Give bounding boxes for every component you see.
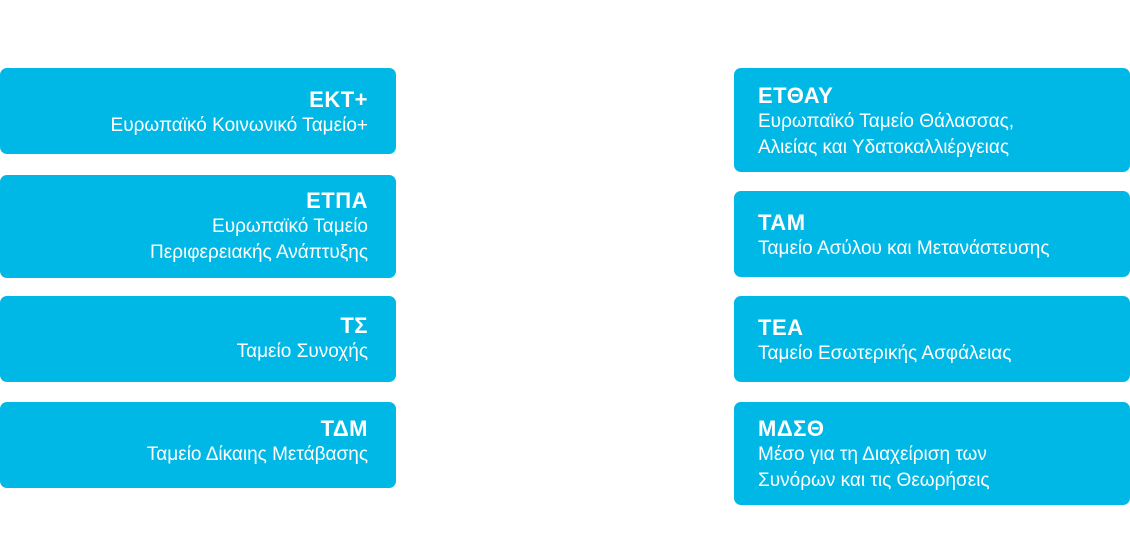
fund-card-ts: ΤΣ Ταμείο Συνοχής <box>0 296 396 382</box>
fund-name-line-2: Αλιείας και Υδατοκαλλιέργειας <box>758 137 1010 158</box>
fund-card-tam: ΤΑΜ Ταμείο Ασύλου και Μετανάστευσης <box>734 191 1130 277</box>
fund-abbreviation: ΕΤΠΑ <box>306 188 368 213</box>
fund-name-line-1: Ταμείο Συνοχής <box>236 341 368 362</box>
fund-abbreviation: ΤΑΜ <box>758 210 806 235</box>
fund-card-tdm: ΤΔΜ Ταμείο Δίκαιης Μετάβασης <box>0 402 396 488</box>
fund-abbreviation: ΤΣ <box>340 313 368 338</box>
fund-name-line-2: Συνόρων και τις Θεωρήσεις <box>758 470 990 491</box>
fund-name-line-1: Μέσο για τη Διαχείριση των <box>758 444 987 465</box>
fund-card-etpa: ΕΤΠΑ Ευρωπαϊκό Ταμείο Περιφερειακής Ανάπ… <box>0 175 396 278</box>
fund-name-line-1: Ευρωπαϊκό Ταμείο Θάλασσας, <box>758 111 1015 132</box>
fund-card-mdsth: ΜΔΣΘ Μέσο για τη Διαχείριση των Συνόρων … <box>734 402 1130 505</box>
fund-card-etthay: ΕΤΘΑΥ Ευρωπαϊκό Ταμείο Θάλασσας, Αλιείας… <box>734 68 1130 172</box>
fund-abbreviation: ΕΤΘΑΥ <box>758 83 834 108</box>
fund-card-ekt-plus: ΕΚΤ+ Ευρωπαϊκό Κοινωνικό Ταμείο+ <box>0 68 396 154</box>
fund-name-line-1: Ευρωπαϊκό Ταμείο <box>212 216 368 237</box>
fund-abbreviation: ΤΔΜ <box>320 416 368 441</box>
fund-name-line-2: Περιφερειακής Ανάπτυξης <box>150 242 368 263</box>
fund-name-line-1: Ευρωπαϊκό Κοινωνικό Ταμείο+ <box>110 115 368 136</box>
fund-abbreviation: ΕΚΤ+ <box>309 87 368 112</box>
fund-card-tea: ΤΕΑ Ταμείο Εσωτερικής Ασφάλειας <box>734 296 1130 382</box>
fund-abbreviation: ΜΔΣΘ <box>758 416 825 441</box>
fund-name-line-1: Ταμείο Εσωτερικής Ασφάλειας <box>758 343 1012 364</box>
fund-name-line-1: Ταμείο Δίκαιης Μετάβασης <box>146 444 368 465</box>
fund-name-line-1: Ταμείο Ασύλου και Μετανάστευσης <box>758 238 1050 259</box>
fund-abbreviation: ΤΕΑ <box>758 315 804 340</box>
